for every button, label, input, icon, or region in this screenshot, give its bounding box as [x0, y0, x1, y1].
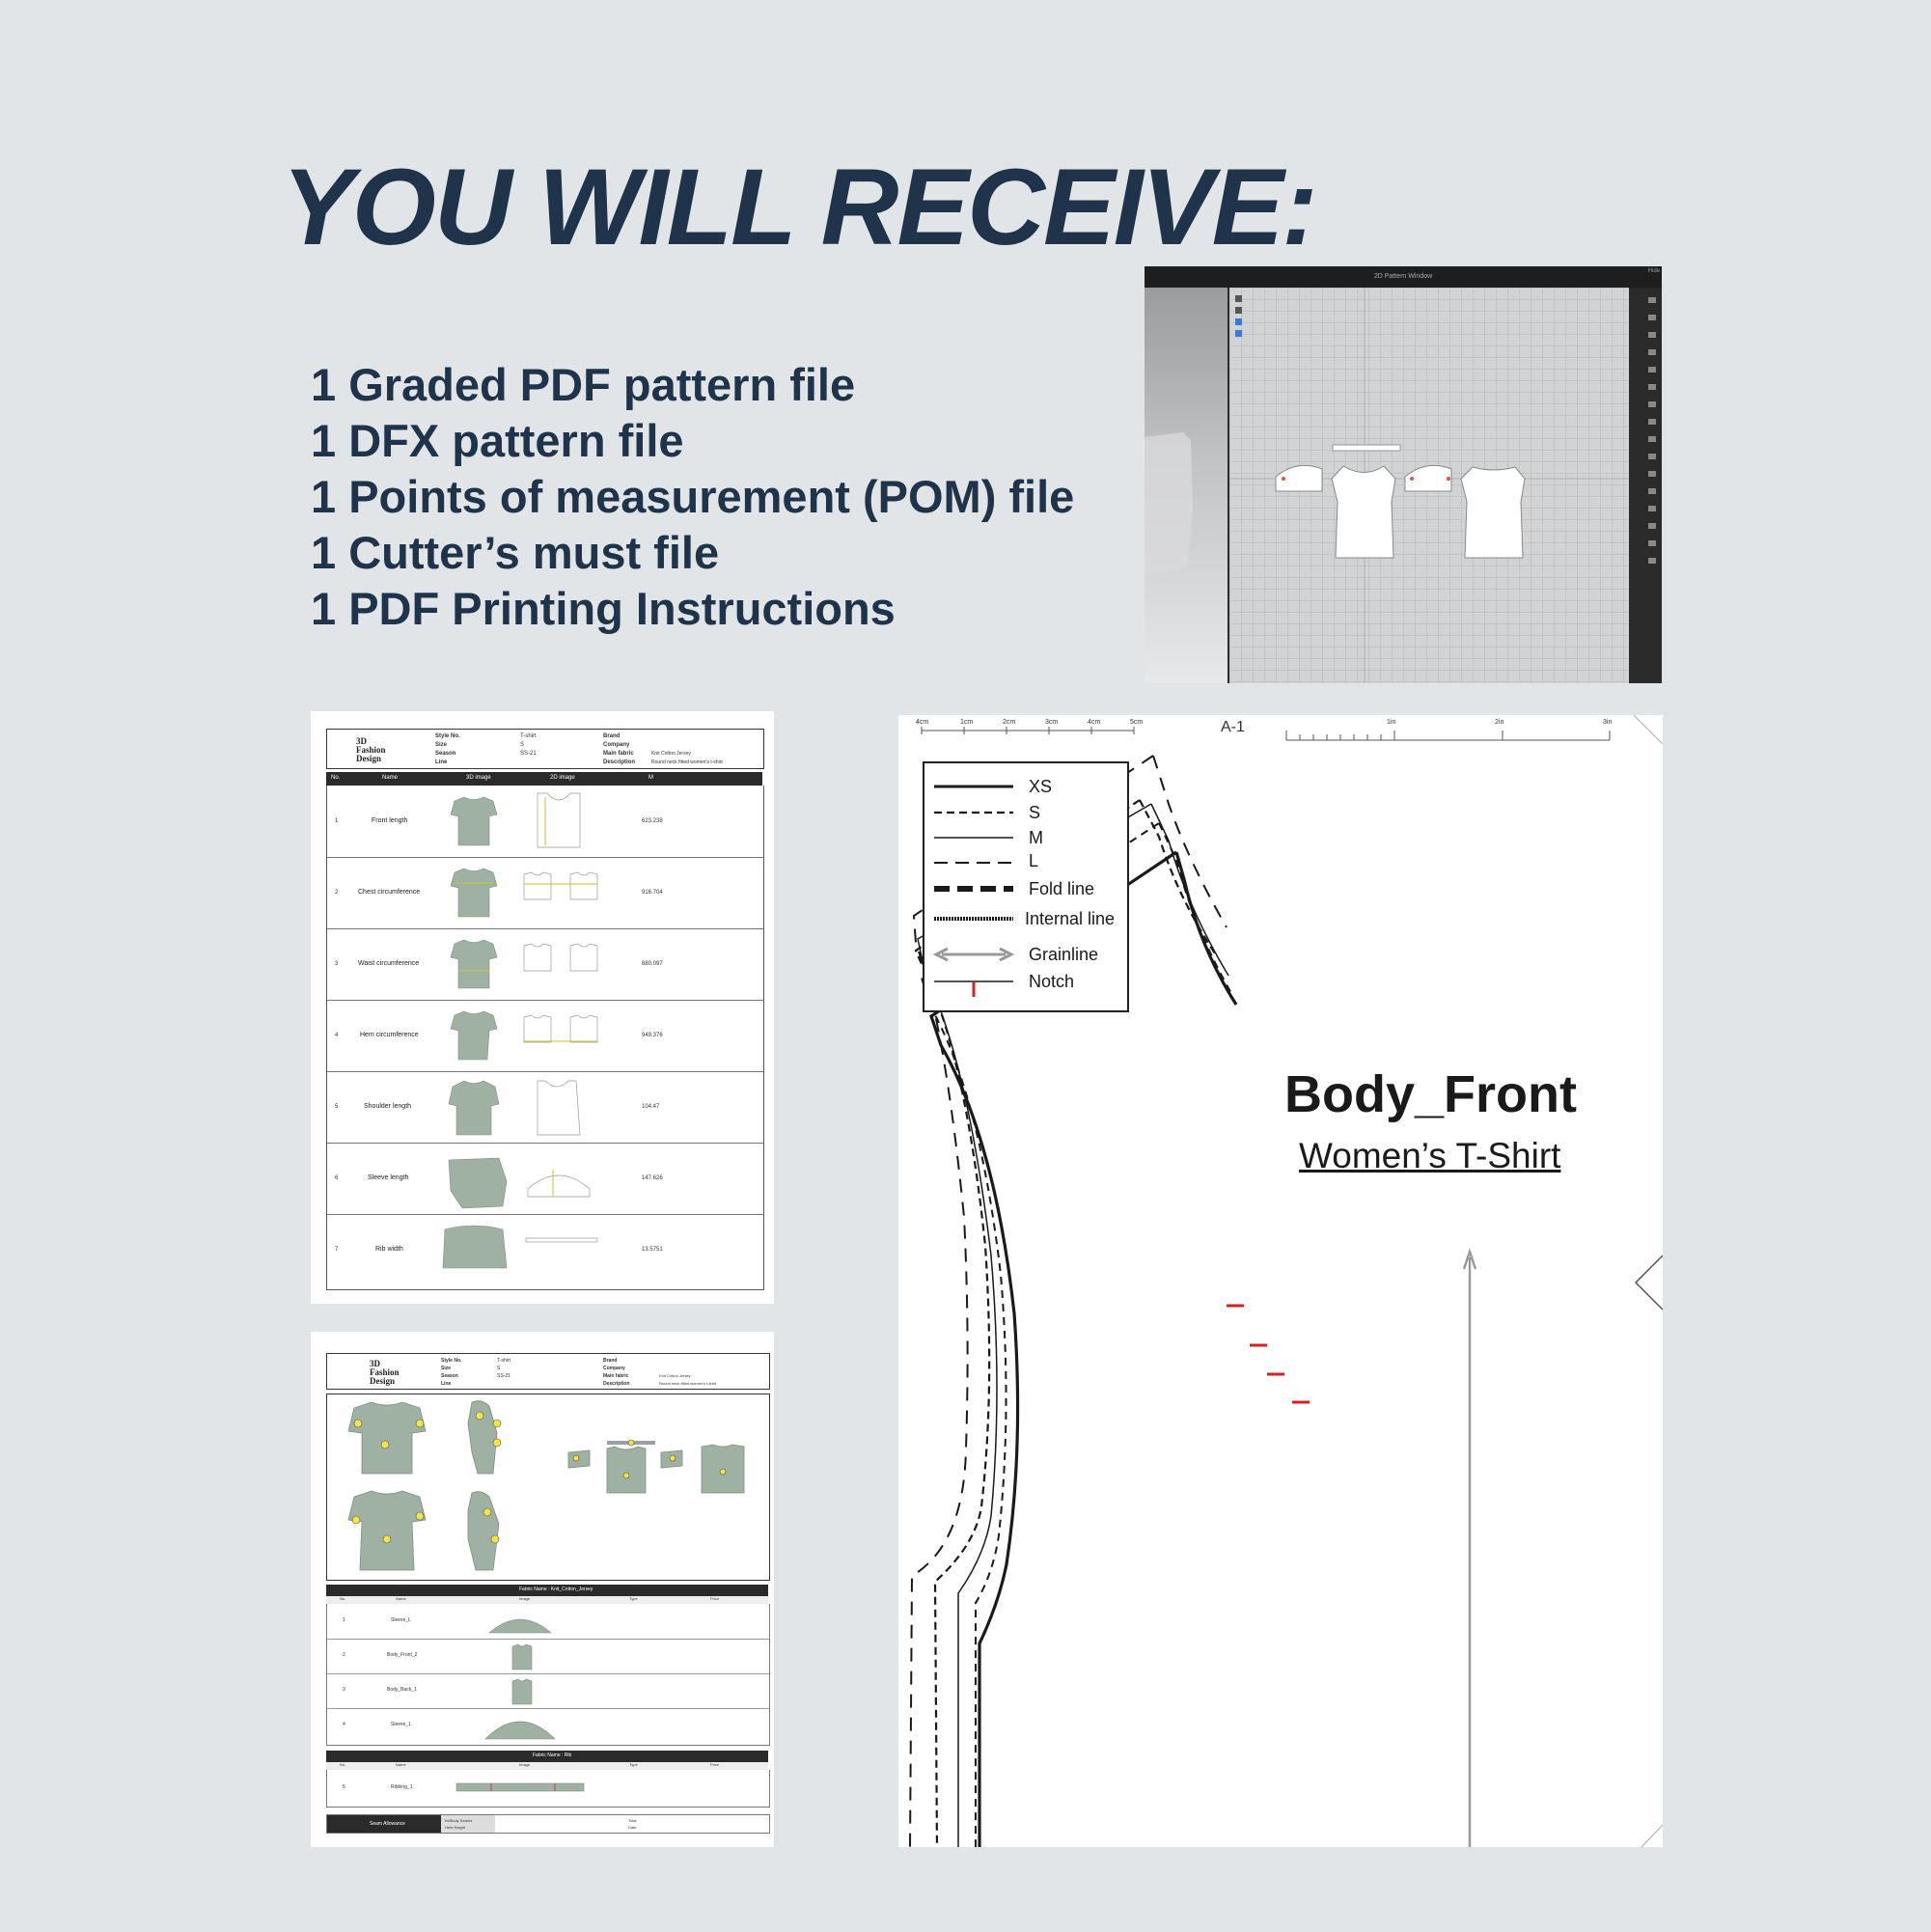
legend-label-internal-line: Internal line — [1025, 909, 1116, 928]
ruler-tick-label: 5cm — [1130, 719, 1144, 726]
table-row: 4 Hem circumference 949.376 — [327, 1000, 763, 1072]
toolbar-icons — [1648, 297, 1656, 564]
deliverables-list: 1 Graded PDF pattern file 1 DFX pattern … — [311, 357, 1074, 637]
garment-views-panel — [326, 1394, 770, 1581]
pattern-canvas[interactable] — [1229, 288, 1629, 683]
pom-sheet: 3D Fashion Design Style No. Size Season … — [311, 711, 774, 1304]
seam-allowance-footer: Seam Allowance Int/Body Seams Hem Height… — [326, 1814, 770, 1834]
header-labels-right: Brand Company Main fabric Description — [603, 733, 636, 765]
right-toolbar[interactable] — [1642, 288, 1662, 683]
pom-table: 1 Front length 623.238 2 Chest circumfer… — [326, 786, 764, 1290]
table-row: 6 Sleeve length 147.626 — [327, 1143, 763, 1215]
footer-fields-cell: Int/Body Seams Hem Height — [441, 1815, 495, 1833]
legend-line-samples-icon — [932, 785, 1015, 997]
fabric-table-2: 5 Ribbing_1 — [326, 1770, 770, 1808]
sheet-id: A-1 — [1221, 719, 1245, 735]
hide-label: Hide — [1647, 268, 1660, 274]
header-labels-right: Brand Company Main fabric Description — [603, 1358, 630, 1387]
header-labels-left: Style No. Size Season Line — [441, 1358, 462, 1387]
legend-label-l: L — [1029, 851, 1039, 870]
ruler-tick-label: 3cm — [1045, 719, 1059, 726]
garment-views-icon — [347, 1400, 745, 1571]
toolbar-left[interactable] — [1233, 293, 1245, 361]
ruler-icon — [921, 715, 1663, 745]
fabric-table-2-columns: No. Name Image Type Price — [326, 1762, 768, 1770]
legend-label-xs: XS — [1029, 777, 1053, 796]
ruler-tick-label: 4cm — [916, 719, 929, 726]
table-row: 1 Sleeve_L — [327, 1604, 769, 1640]
pattern-window-screenshot: 2D Pattern Window Hide — [1145, 266, 1662, 683]
ruler-tick-label: 2in — [1495, 719, 1504, 726]
deliverable-item: 1 Points of measurement (POM) file — [311, 471, 1075, 522]
table-row: 3 Body_Back_1 — [327, 1673, 769, 1709]
ruler-tick-label: 3in — [1603, 719, 1613, 726]
window-titlebar: 2D Pattern Window — [1145, 266, 1662, 288]
header-values-right: Knit Cotton Jersey Round neck fitted wom… — [659, 1373, 717, 1386]
ruler-tick-label: 4cm — [1088, 719, 1101, 726]
cutters-header: 3D Fashion Design Style No. Size Season … — [326, 1353, 770, 1390]
line-legend: XS S M L Fold line Internal line Grainli… — [923, 761, 1129, 1012]
deliverable-item: 1 Cutter’s must file — [311, 527, 720, 578]
table-row: 5 Ribbing_1 — [343, 1784, 413, 1790]
logo: 3D Fashion Design — [356, 736, 386, 763]
ruler-tick-label: 1cm — [960, 719, 974, 726]
piece-subtitle: Women’s T-Shirt — [1299, 1136, 1561, 1175]
footer-right-fields: Total Date — [628, 1818, 637, 1830]
3d-view-panel — [1145, 288, 1228, 683]
fabric-table-1-title: Fabric Name : Knit_Cotton_Jersey — [326, 1585, 768, 1596]
legend-label-fold-line: Fold line — [1029, 879, 1095, 898]
table-row: 3 Waist circumference 880.097 — [327, 928, 763, 1001]
table-row: 7 Rib width 13.5751 — [335, 1246, 663, 1253]
legend-label-grainline: Grainline — [1029, 945, 1099, 964]
avatar-silhouette-icon — [1145, 432, 1193, 577]
ribbing-thumbnail-icon — [455, 1782, 585, 1792]
table-row: 2 Chest circumference 916.704 — [327, 857, 763, 929]
fabric-table-2-title: Fabric Name : Rib — [326, 1751, 768, 1762]
header-values-left: T-shirt S SS-21 — [497, 1358, 510, 1379]
ruler-tick-label: 1in — [1387, 719, 1396, 726]
header-labels-left: Style No. Size Season Line — [435, 733, 460, 765]
fabric-table-1-columns: No. Name Image Type Price — [326, 1596, 768, 1604]
table-row: 5 Shoulder length 104.47 — [327, 1071, 763, 1144]
legend-label-notch: Notch — [1029, 972, 1075, 991]
tool-icons — [1235, 295, 1242, 337]
header-values-left: T-shirt S SS-21 — [520, 733, 537, 757]
cutters-must-sheet: 3D Fashion Design Style No. Size Season … — [311, 1332, 774, 1847]
headline: YOU WILL RECEIVE: — [282, 147, 1318, 267]
pattern-sheet: 4cm 1cm 2cm 3cm 4cm 5cm 1in 2in 3in A-1 — [898, 715, 1663, 1847]
deliverable-item: 1 PDF Printing Instructions — [311, 583, 896, 634]
fabric-table-1: 1 Sleeve_L 2 Body_Front_2 3 Body_Back_1 … — [326, 1604, 770, 1746]
table-row: 2 Body_Front_2 — [327, 1639, 769, 1674]
legend-label-m: M — [1029, 828, 1043, 847]
pattern-piece-thumbnails-icon — [484, 1618, 556, 1740]
deliverable-item: 1 DFX pattern file — [311, 415, 684, 466]
legend-label-s: S — [1029, 803, 1041, 822]
table-row: 4 Sleeve_1 — [343, 1722, 411, 1727]
pom-table-header: No. Name 3D image 2D image M — [326, 772, 762, 786]
header-values-right: Knit Cotton Jersey Round neck fitted wom… — [651, 751, 723, 765]
ruler-tick-label: 2cm — [1003, 719, 1016, 726]
piece-name: Body_Front — [1284, 1065, 1577, 1123]
deliverable-item: 1 Graded PDF pattern file — [311, 359, 856, 410]
pattern-piece-outline-icon — [909, 755, 1663, 1847]
logo: 3D Fashion Design — [370, 1359, 400, 1386]
table-row: 1 Front length 623.238 — [327, 786, 763, 858]
pom-images-icon — [442, 792, 598, 1269]
pattern-pieces-icon — [1229, 288, 1629, 683]
footer-label-cell: Seam Allowance — [327, 1815, 441, 1833]
pom-header: 3D Fashion Design Style No. Size Season … — [326, 729, 764, 769]
